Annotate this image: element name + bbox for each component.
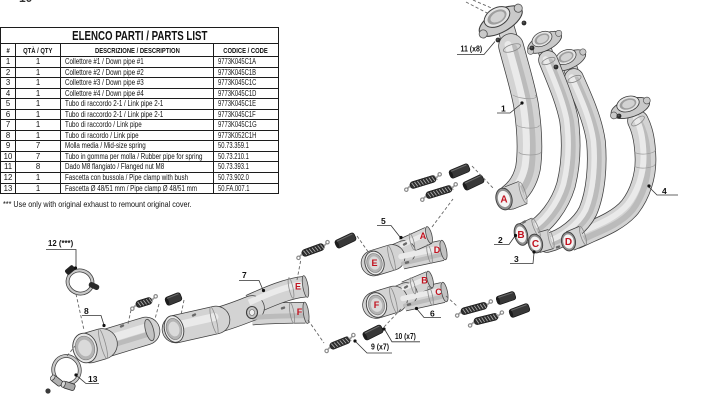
svg-text:F: F [374,300,380,310]
svg-text:6: 6 [430,309,435,319]
svg-text:13: 13 [88,374,98,384]
svg-text:4: 4 [662,186,667,196]
svg-text:D: D [434,245,441,255]
svg-text:D: D [565,237,572,248]
svg-text:9 (x7): 9 (x7) [371,342,389,352]
svg-text:B: B [421,276,428,286]
svg-text:F: F [297,307,303,317]
svg-text:12 (***): 12 (***) [48,238,73,248]
svg-text:7: 7 [242,270,247,280]
svg-text:E: E [295,282,301,292]
svg-text:C: C [435,287,442,297]
svg-text:11 (x8): 11 (x8) [461,44,483,54]
svg-text:2: 2 [498,235,503,245]
svg-text:8: 8 [84,306,89,316]
svg-text:E: E [371,258,377,268]
svg-text:C: C [532,239,539,250]
svg-text:B: B [517,230,524,241]
svg-text:10 (x7): 10 (x7) [395,331,416,341]
svg-text:5: 5 [381,216,386,226]
svg-text:3: 3 [514,254,519,264]
svg-text:A: A [500,195,507,206]
svg-text:A: A [420,231,427,241]
svg-text:1: 1 [501,104,506,114]
